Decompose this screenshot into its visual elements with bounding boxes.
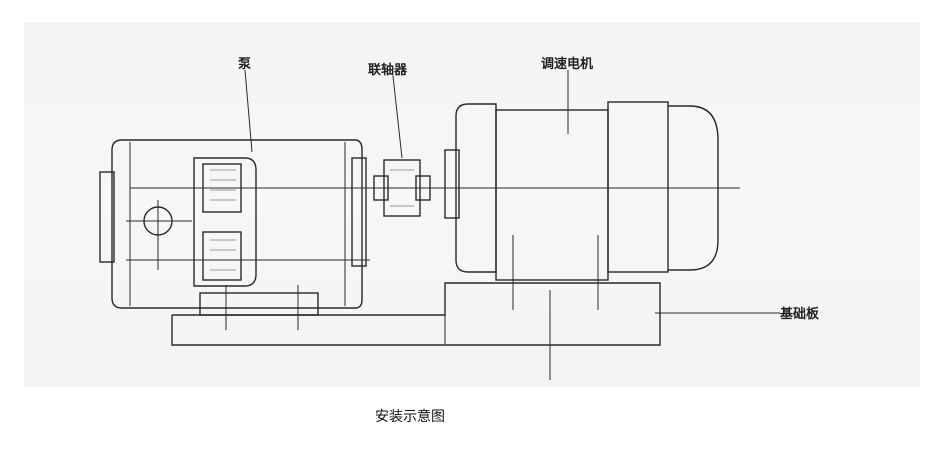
label-pump: 泵 [238,57,251,72]
base-plate [171,282,661,346]
leader-lines [244,69,780,314]
scan-background [24,22,920,387]
figure-caption: 安装示意图 [375,409,445,425]
center-lines [126,187,740,380]
motor [444,101,719,310]
label-base-plate: 基础板 [779,306,820,322]
label-motor: 调速电机 [541,56,593,72]
pump-body [99,139,367,330]
label-coupling: 联轴器 [368,62,408,78]
